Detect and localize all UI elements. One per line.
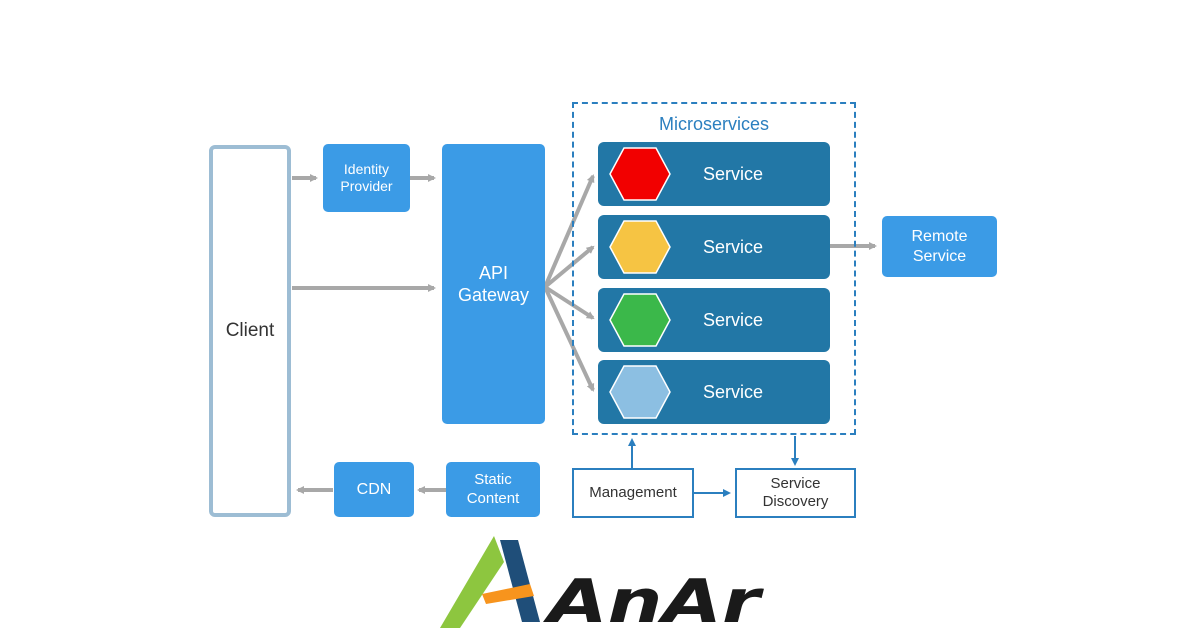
service-label: Service [703,163,764,184]
hexagon-red-icon [609,147,671,201]
identity-provider-box: Identity Provider [323,144,410,212]
service-box-3: Service [598,288,830,352]
hexagon-green-icon [609,293,671,347]
microservices-boundary [572,102,856,435]
api-gateway-box: API Gateway [442,144,545,424]
remote-service-label: Remote Service [911,227,968,265]
arrow-gateway-to-service-1 [543,174,595,288]
cdn-label: CDN [356,480,392,498]
arrow-gateway-to-service-4 [543,286,595,392]
static-content-box: Static Content [446,462,540,517]
client-box: Client [209,145,291,517]
logo-navy-stroke-icon [500,540,540,622]
management-label: Management [589,484,677,501]
hexagon-light-blue-icon [609,365,671,419]
identity-provider-label: Identity Provider [340,160,393,195]
service-label: Service [703,309,764,330]
service-label: Service [703,381,764,402]
microservices-title: Microservices [658,114,769,134]
logo-orange-swoosh-icon [482,584,534,604]
static-content-label: Static Content [466,470,520,507]
service-discovery-label: Service Discovery [762,475,829,510]
service-box-2: Service [598,215,830,279]
service-box-4: Service [598,360,830,424]
management-box: Management [572,468,694,518]
cdn-box: CDN [334,462,414,517]
arrow-gateway-to-service-3 [543,285,595,320]
remote-service-box: Remote Service [882,216,997,277]
logo-green-stroke-icon [440,536,504,628]
api-gateway-label: API Gateway [457,262,530,306]
hexagon-yellow-icon [609,220,671,274]
service-label: Service [703,236,764,257]
logo-wordmark: AnAr [543,567,764,630]
service-box-1: Service [598,142,830,206]
service-discovery-box: Service Discovery [735,468,856,518]
client-label: Client [225,320,275,341]
anar-logo: AnAr [440,536,764,630]
arrow-gateway-to-service-2 [543,245,595,289]
